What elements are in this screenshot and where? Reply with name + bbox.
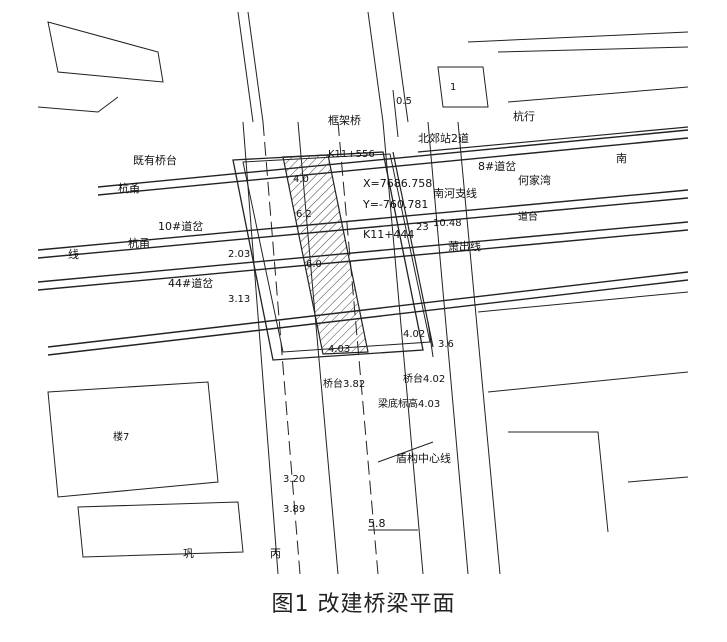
label-dim-58: 5.8 (368, 517, 386, 530)
label-nanhe-branch: 南河支线 (433, 186, 477, 200)
road-edge (367, 12, 384, 123)
label-bldg-7: 楼7 (113, 430, 129, 443)
road-edge (457, 121, 501, 574)
label-dim-320: 3.20 (283, 474, 305, 485)
road-edge (497, 46, 688, 53)
dim-line (427, 321, 434, 358)
label-dim-313: 3.13 (228, 294, 250, 305)
label-dim-403: 4.03 (328, 344, 350, 355)
road-edge (392, 12, 409, 123)
label-turnout-10: 10#道岔 (158, 219, 203, 233)
label-turnout-44: 44#道岔 (168, 276, 213, 290)
block-lower-right (508, 431, 609, 533)
road-edge (467, 31, 688, 43)
track-3 (47, 271, 688, 348)
label-dim-40: 4.0 (293, 174, 309, 185)
leader (377, 441, 434, 463)
block-outline (47, 21, 164, 83)
label-frame-bridge: 框架桥 (328, 114, 361, 127)
label-dim-36: 3.6 (438, 339, 454, 350)
frame-bridge-inner (242, 153, 431, 353)
road-edge (38, 96, 119, 113)
label-coord-x: X=7686.758 (363, 177, 432, 190)
track-1 (38, 189, 688, 251)
road-centerline (262, 121, 301, 574)
label-existing-abutment: 既有桥台 (133, 153, 177, 167)
bridge-deck-hatched (282, 154, 369, 355)
label-hangyong-2: 杭甬 (128, 236, 150, 250)
dim-line (392, 89, 399, 138)
road-edge (237, 12, 254, 123)
label-xiaochu-line: 萧出线 (448, 239, 481, 253)
label-dim-203: 2.03 (228, 249, 250, 260)
road-edge (242, 121, 279, 574)
abutment-line (392, 151, 434, 348)
road-edge (507, 86, 688, 103)
label-south: 南 (616, 152, 627, 165)
label-mileage-k11: K11+444 (363, 228, 414, 241)
road-edge (427, 121, 469, 574)
label-turnout-8: 8#道岔 (478, 159, 516, 173)
label-hangyong-line: 线 (68, 247, 79, 261)
road-edge (627, 476, 688, 483)
label-dim-1048: 10.48 (433, 218, 462, 229)
track-3b (47, 279, 688, 356)
track-2 (38, 221, 688, 283)
label-beam-bottom-elev: 梁底标高4.03 (378, 397, 440, 410)
label-coord-y: Y=-760.781 (362, 198, 428, 211)
label-mileage-k: K11+556 (328, 149, 375, 160)
label-north-station-2: 北郊站2道 (418, 131, 469, 145)
label-shield-center: 盾构中心线 (396, 451, 451, 465)
road-edge (382, 121, 424, 574)
block-lower-left-2 (77, 501, 244, 558)
track-1b (38, 197, 688, 259)
track-2b (38, 229, 688, 291)
block-lower-left (47, 381, 219, 498)
label-he-jia-qiao: 何家湾 (518, 173, 551, 187)
building-1 (437, 66, 489, 108)
label-dim-05: 0.5 (396, 96, 412, 107)
label-dim-23: 23 (416, 222, 429, 233)
label-char-gong: 巩 (183, 547, 194, 560)
label-dim-402: 4.02 (403, 329, 425, 340)
track-5 (417, 126, 688, 153)
label-dim-62: 6.2 (296, 209, 312, 220)
label-corner-1: 1 (450, 82, 456, 93)
figure-caption: 图1 改建桥梁平面 (271, 592, 456, 617)
label-char-bing: 丙 (270, 547, 281, 560)
road-edge (477, 291, 688, 313)
frame-bridge-outline (232, 151, 424, 361)
bridge-plan-drawing: 框架桥 既有桥台 杭甬 杭甬 线 10#道岔 44#道岔 8#道岔 北郊站2道 … (38, 12, 688, 574)
road-edge (487, 371, 688, 393)
label-dim-60: 6.0 (306, 259, 322, 270)
label-dim-389: 3.89 (283, 504, 305, 515)
label-hangxing: 杭行 (513, 109, 535, 123)
label-side-deng: 道台 (518, 210, 538, 223)
label-bridge-abutment-elev2: 桥台4.02 (403, 372, 445, 385)
track-4 (97, 129, 688, 188)
label-bridge-abutment-elev: 桥台3.82 (323, 377, 365, 390)
label-hangyong-1: 杭甬 (118, 181, 140, 195)
road-edge (247, 12, 264, 123)
